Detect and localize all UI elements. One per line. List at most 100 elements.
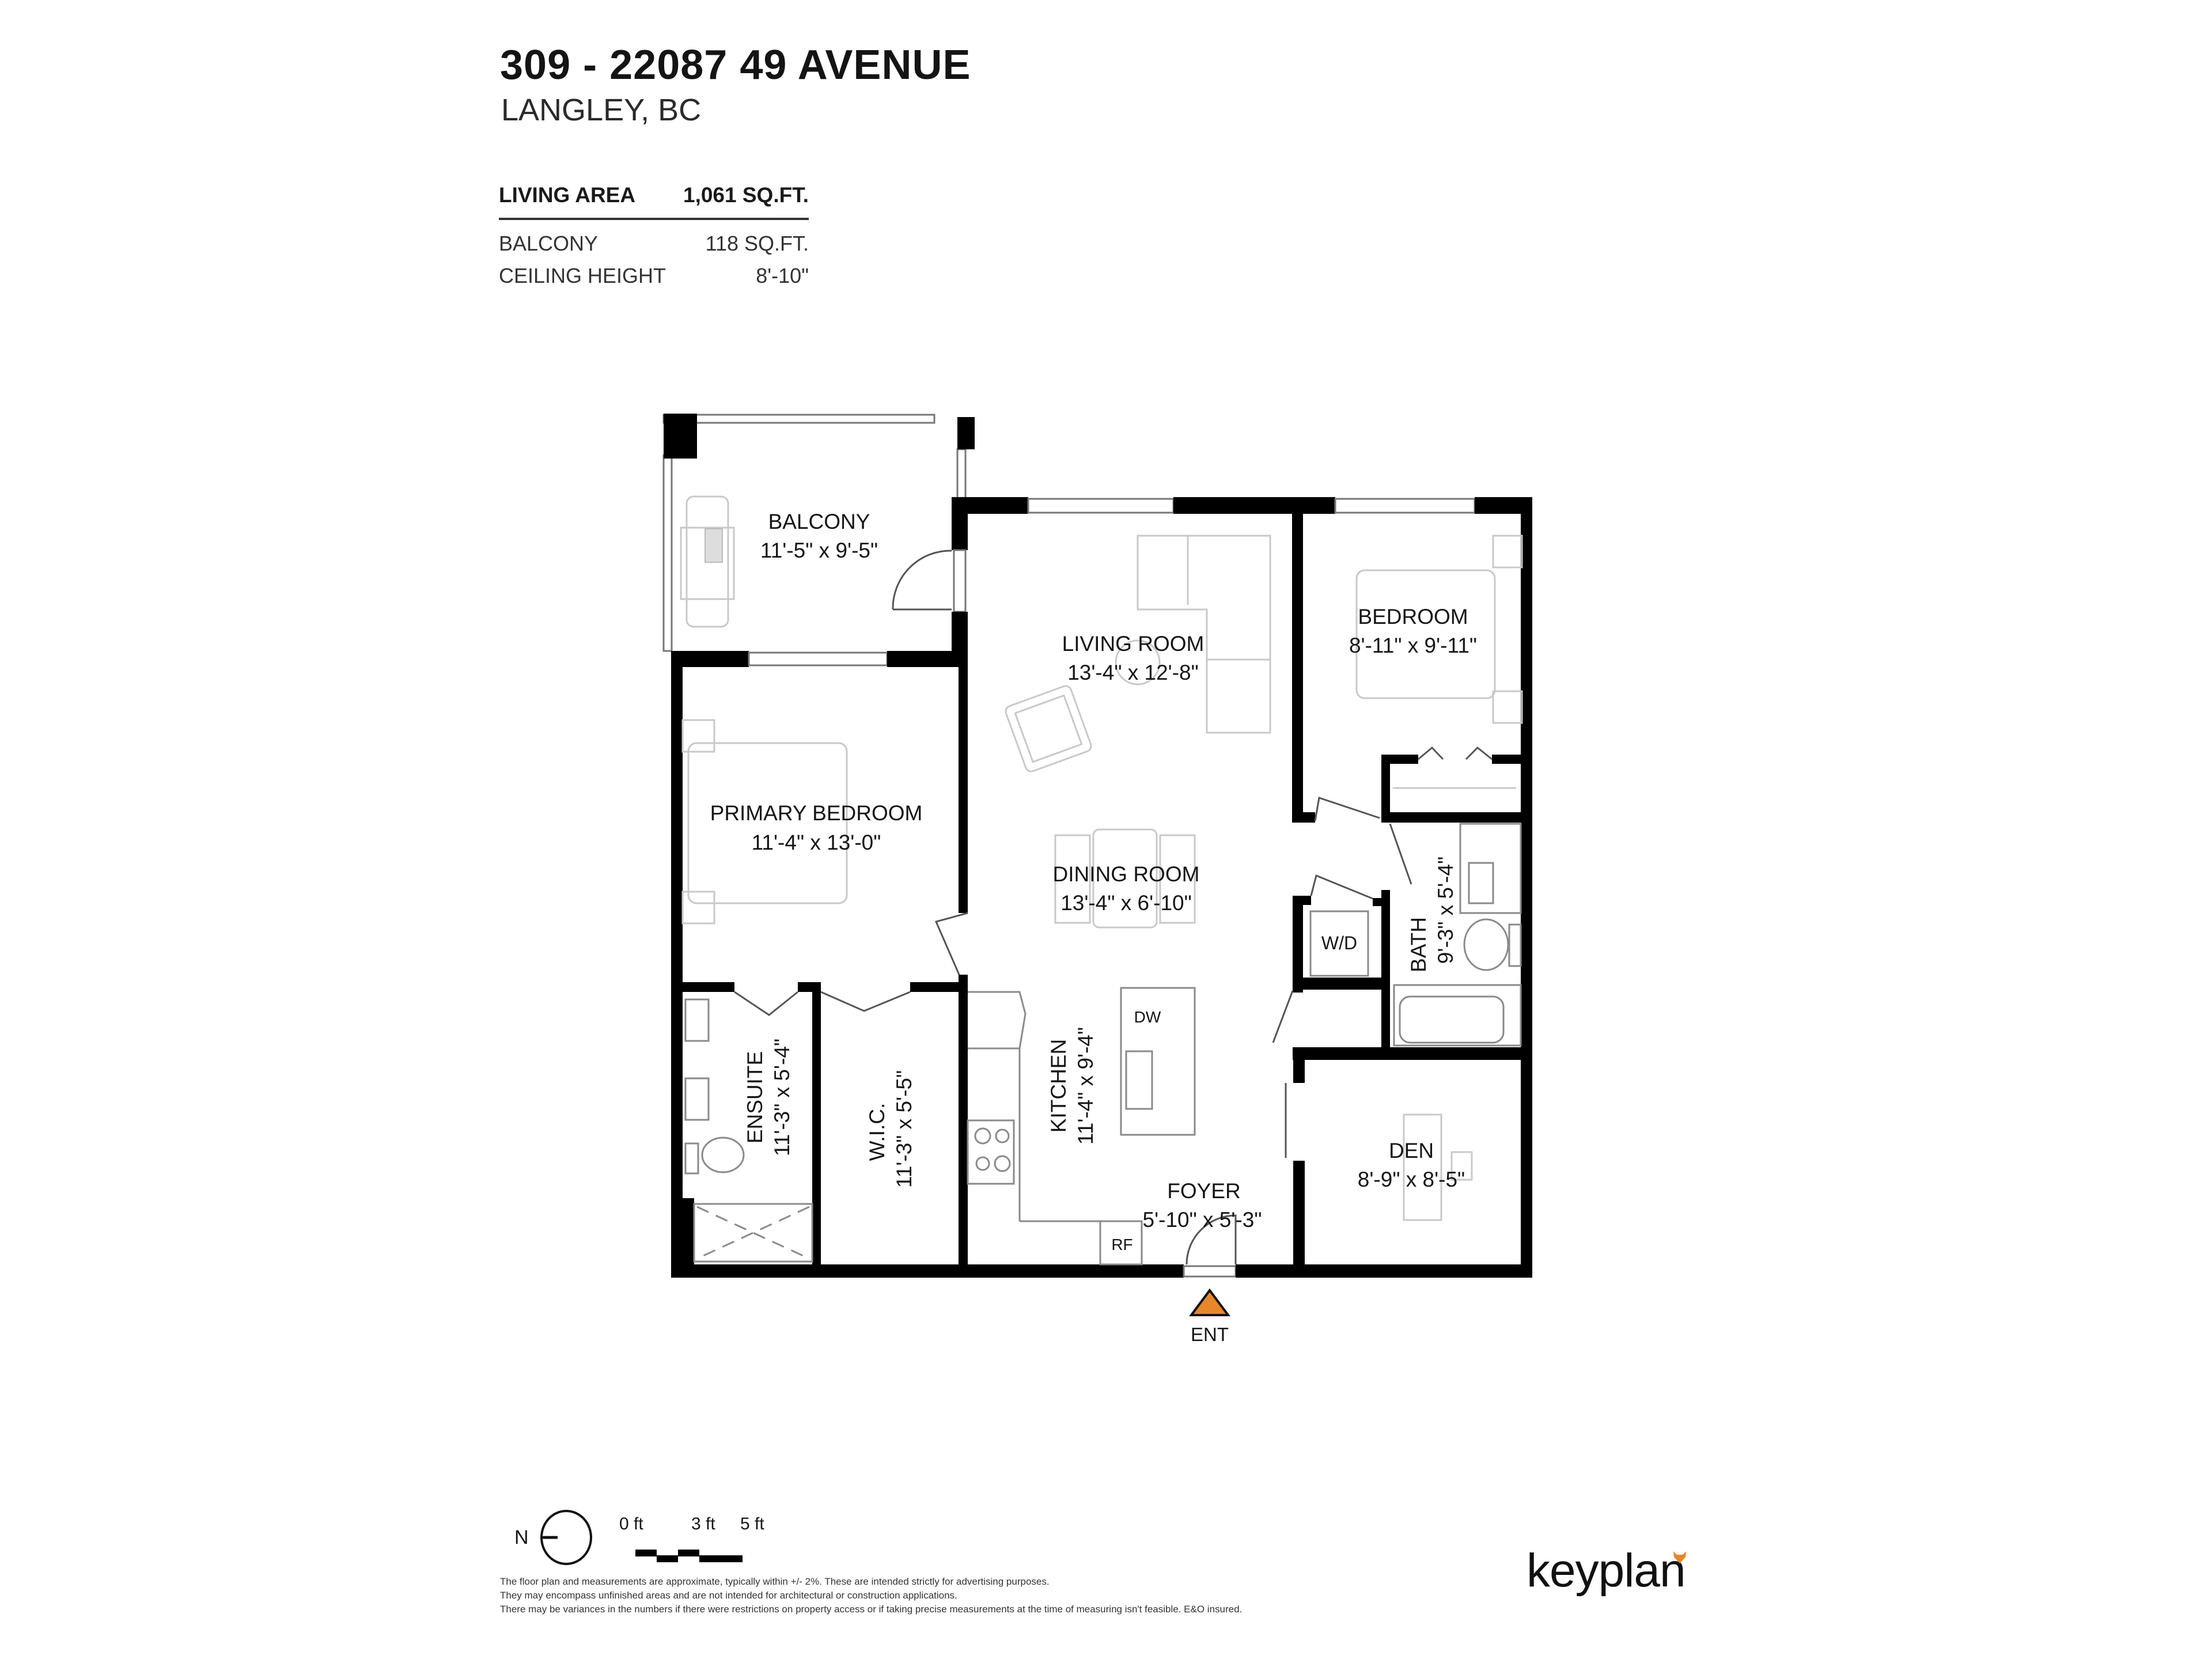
ensuite-bifold-door[interactable] [734, 991, 798, 1016]
stats-divider [499, 218, 809, 220]
nightstand [1492, 535, 1523, 569]
bath-sink [1468, 862, 1494, 904]
scale-tick-3: 3 ft [691, 1514, 715, 1533]
kitchen-dims: 11'-4" x 9'-4" [1074, 1027, 1097, 1145]
ensuite-dims: 11'-3" x 5'-4" [770, 1039, 794, 1156]
armchair [1005, 685, 1092, 772]
cooktop-burners [974, 1127, 1011, 1172]
wall [1492, 755, 1527, 764]
dining-room-dims: 13'-4" x 6'-10" [1060, 891, 1192, 915]
entry-door[interactable] [1185, 1214, 1237, 1265]
property-city: LANGLEY, BC [501, 93, 702, 127]
bathtub [1399, 995, 1505, 1044]
entrance-label: ENT [1191, 1324, 1229, 1345]
bedroom-dims: 8'-11" x 9'-11" [1349, 634, 1477, 657]
entrance-marker: ENT [1189, 1288, 1230, 1345]
living-room-dims: 13'-4" x 12'-8" [1067, 661, 1199, 684]
balcony-railing-right [956, 448, 967, 502]
shower-drain-lines [696, 1206, 810, 1260]
foyer-dims: 5'-10" x 5'-3" [1143, 1208, 1262, 1232]
wd-closet-door[interactable] [1310, 874, 1373, 900]
bath-name: BATH [1407, 917, 1430, 972]
nightstand [681, 719, 715, 753]
primary-bedroom-dims: 11'-4" x 13'-0" [752, 831, 881, 854]
wall [1292, 812, 1315, 823]
stat-value: 1,061 SQ.FT. [683, 183, 809, 207]
balcony-door-swing[interactable] [892, 550, 952, 610]
furniture [681, 535, 1523, 1221]
disclaimer-line: They may encompass unfinished areas and … [500, 1590, 957, 1601]
kitchen-sink [1125, 1050, 1153, 1110]
primary-bedroom-door[interactable] [934, 912, 968, 975]
wall [959, 651, 968, 913]
wall [1292, 497, 1303, 821]
disclaimer: The floor plan and measurements are appr… [500, 1575, 1242, 1616]
wall [910, 982, 968, 992]
wall [812, 982, 821, 1278]
bath-dims: 9'-3" x 5'-4" [1434, 857, 1457, 964]
refrigerator [1099, 1220, 1143, 1266]
bathtub-surround [1393, 984, 1522, 1047]
dining-chair [1159, 834, 1196, 924]
property-address-title: 309 - 22087 49 AVENUE [500, 42, 971, 88]
ensuite-name: ENSUITE [743, 1051, 767, 1143]
wall [1237, 497, 1335, 514]
window-living-room [1027, 498, 1175, 514]
pantry [968, 991, 1027, 1050]
stat-value: 118 SQ.FT. [705, 232, 809, 255]
balcony-bench [685, 495, 729, 628]
doors[interactable] [734, 746, 1493, 1265]
wall [1293, 978, 1390, 990]
north-label: N [514, 1527, 529, 1548]
toilet-tank [684, 1142, 699, 1175]
entrance-triangle-icon [1189, 1288, 1230, 1316]
bath-door[interactable] [1389, 823, 1412, 885]
wall [1293, 1047, 1532, 1060]
wall [671, 651, 749, 667]
sectional-sofa [1137, 535, 1271, 734]
wall [1293, 896, 1311, 905]
wall [1236, 1264, 1532, 1278]
linen-closet-door[interactable] [1272, 990, 1294, 1043]
dining-chair [1054, 834, 1091, 924]
wic-bifold-door[interactable] [820, 991, 911, 1012]
desk [1403, 1113, 1442, 1221]
cooktop [967, 1119, 1015, 1185]
balcony-area [662, 414, 975, 652]
dining-room-name: DINING ROOM [1053, 862, 1200, 886]
scale-tick-5: 5 ft [740, 1514, 764, 1533]
bedroom-door[interactable] [1314, 797, 1380, 821]
wall [1293, 1047, 1305, 1083]
washer-dryer-label: W/D [1321, 933, 1357, 953]
balcony-door-opening [953, 549, 967, 613]
wall [1293, 1161, 1305, 1278]
stat-balcony: BALCONY 118 SQ.FT. [499, 232, 809, 256]
scale-segment [699, 1555, 743, 1562]
balcony-name: BALCONY [768, 510, 870, 533]
window-bedroom [1334, 498, 1476, 514]
wall [1173, 497, 1237, 514]
kitchen-name: KITCHEN [1047, 1039, 1070, 1132]
walls [671, 497, 1532, 1278]
bath-vanity [1459, 823, 1522, 914]
ensuite-sink [684, 998, 710, 1042]
nightstand [1492, 690, 1523, 724]
wall [1521, 497, 1532, 1278]
wall [1293, 896, 1303, 993]
washer-dryer [1309, 910, 1369, 977]
north-compass: N [514, 1510, 592, 1565]
wall [671, 982, 734, 992]
wic-dims: 11'-3" x 5'-5" [892, 1070, 916, 1188]
disclaimer-line: There may be variances in the numbers if… [500, 1604, 1243, 1615]
wall [1381, 755, 1390, 823]
keyplan-logo: keyplan [1527, 1544, 1686, 1597]
bedroom-closet-bifold[interactable] [1418, 746, 1493, 760]
armchair-seat [1014, 694, 1083, 763]
wall [952, 497, 968, 550]
wall [887, 651, 968, 667]
refrigerator-label: RF [1111, 1236, 1132, 1253]
balcony-railing-top [662, 414, 935, 424]
bath-toilet [1463, 918, 1509, 971]
balcony-post [664, 414, 697, 459]
window-primary-bedroom [748, 652, 888, 666]
